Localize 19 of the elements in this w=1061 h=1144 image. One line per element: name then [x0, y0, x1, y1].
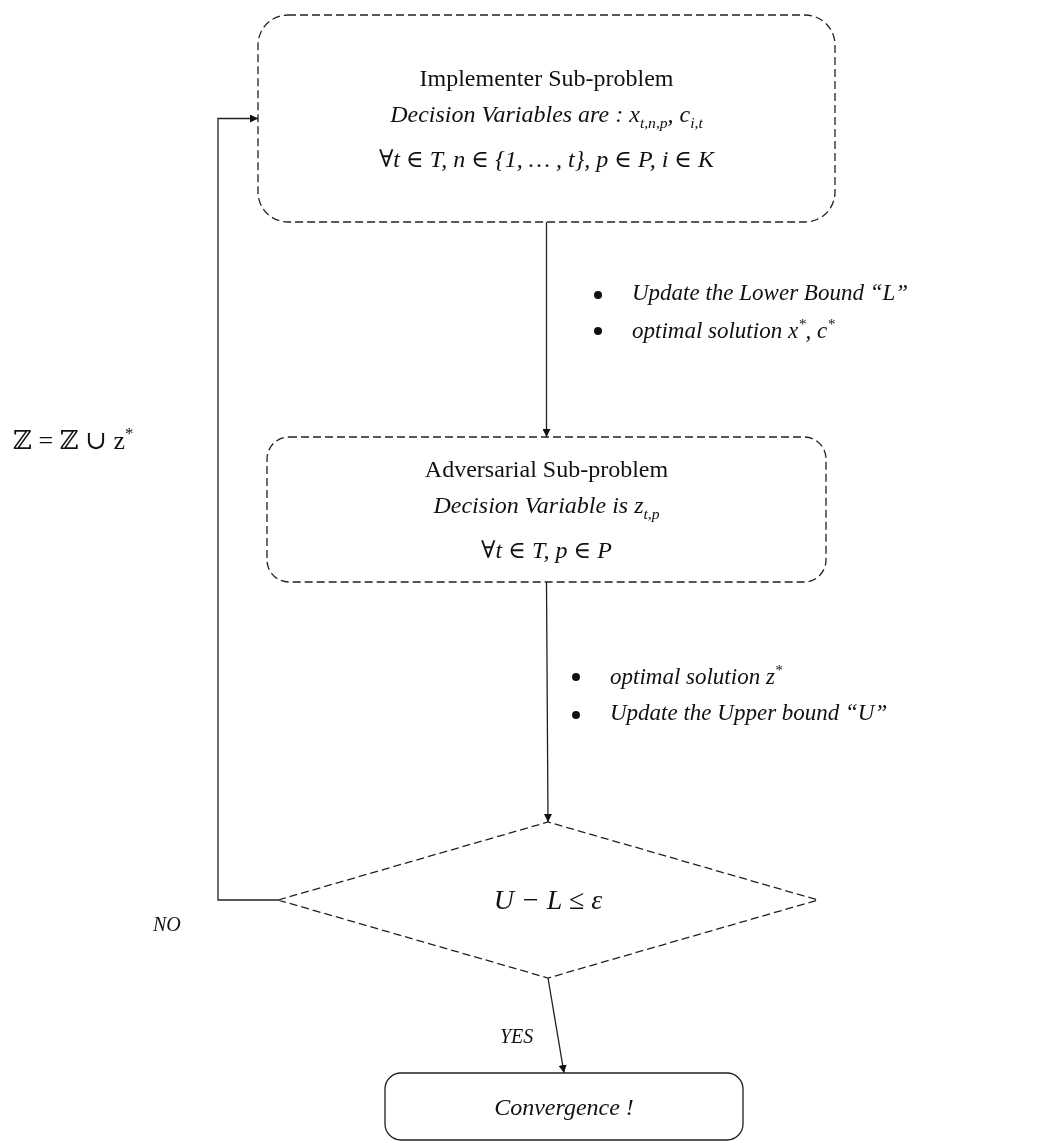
arrow	[547, 977, 567, 1074]
node-title: Adversarial Sub-problem	[424, 455, 669, 485]
bullet-text: Update the Lower Bound “L”	[632, 280, 909, 306]
edge-label: YES	[500, 1025, 534, 1048]
node-title: Implementer Sub-problem	[419, 64, 674, 94]
bullet-text: optimal solution z$^{*}$	[610, 662, 783, 690]
arrow	[543, 581, 552, 823]
edge-label: NO	[153, 913, 181, 936]
annotation-text: ℤ = ℤ ∪ z$^{*}$	[13, 424, 134, 456]
node-text: ∀t ∈ T, p ∈ P	[481, 535, 612, 565]
node-text: Decision Variable is z$_{t,p}$	[433, 491, 660, 524]
node-text: U − L ≤ ε	[493, 883, 603, 917]
bullet-text: optimal solution x$^{*}$, c$^{*}$	[632, 316, 835, 344]
node-text: Convergence !	[494, 1092, 634, 1122]
arrow	[217, 114, 279, 901]
node-text: Decision Variables are : x$_{t,n,p}$, c$_{i,t}$	[390, 100, 703, 133]
arrow	[542, 221, 551, 438]
node-text: ∀t ∈ T, n ∈ {1, … , t}, p ∈ P, i ∈ K	[378, 144, 715, 174]
bullet-text: Update the Upper bound “U”	[610, 700, 888, 726]
